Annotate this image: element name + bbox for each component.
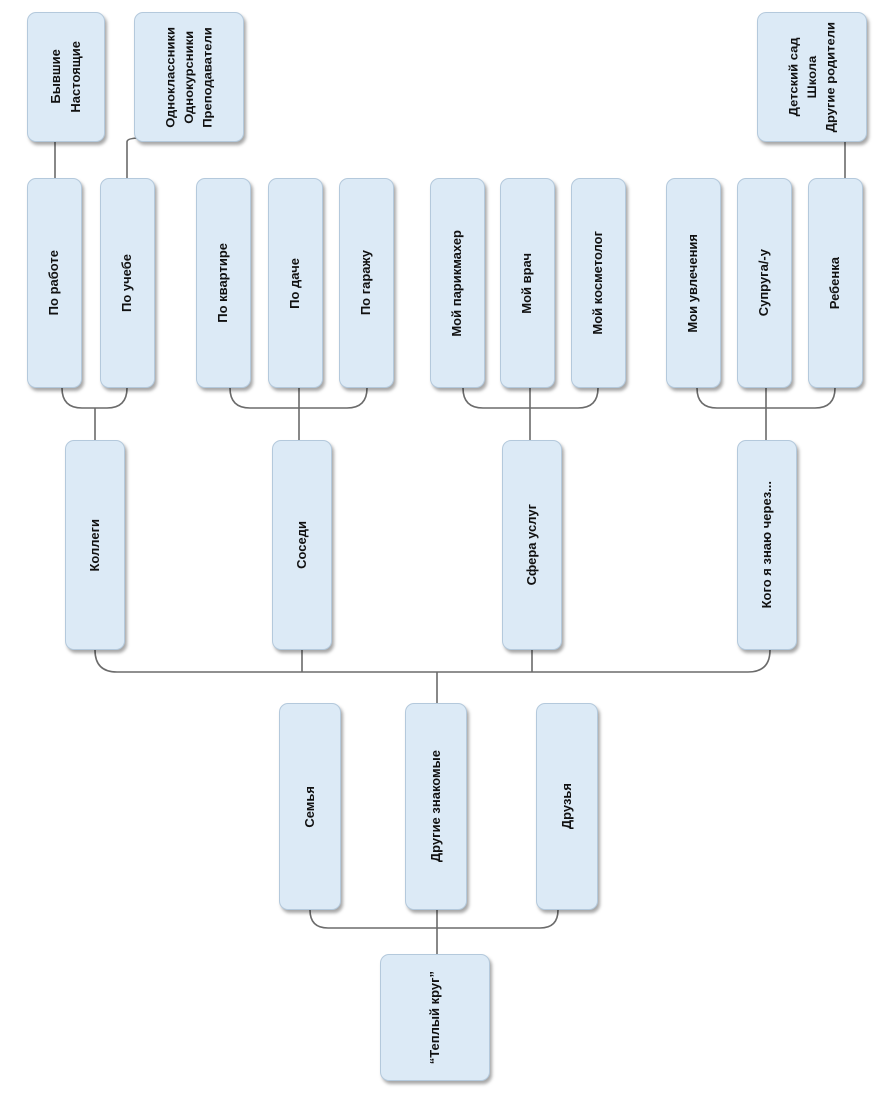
my-cosmetologist-label: Мой косметолог bbox=[590, 231, 606, 335]
connector-level1-level2 bbox=[94, 649, 771, 703]
my-hobbies-label: Мои увлечения bbox=[685, 233, 701, 333]
services-label: Сфера услуг bbox=[523, 504, 539, 586]
by-work-box: По работе bbox=[27, 178, 82, 388]
kindergarten-school-box: Детский сад Школа Другие родители bbox=[757, 12, 867, 142]
connector-colleagues-branch bbox=[61, 387, 128, 440]
connector-root-level1 bbox=[309, 909, 559, 955]
former-current-label: Бывшие Настоящие bbox=[46, 41, 86, 113]
other-acquaintances-box: Другие знакомые bbox=[405, 703, 467, 910]
root-box: “Теплый круг” bbox=[380, 954, 490, 1081]
spouse-box: Супруга/-у bbox=[737, 178, 792, 388]
my-doctor-label: Мой врач bbox=[519, 252, 535, 314]
other-parents-line: Другие родители bbox=[823, 21, 837, 133]
my-hobbies-box: Мои увлечения bbox=[666, 178, 721, 388]
current-line: Настоящие bbox=[68, 41, 83, 113]
by-dacha-box: По даче bbox=[268, 178, 323, 388]
connector-neighbors-branch bbox=[229, 387, 368, 440]
by-apartment-label: По квартире bbox=[215, 243, 231, 323]
classmates-label: Одноклассники Однокурсники Преподаватели bbox=[161, 27, 217, 128]
kindergarten-line: Детский сад bbox=[786, 37, 800, 117]
kindergarten-school-label: Детский сад Школа Другие родители bbox=[784, 22, 840, 132]
former-current-box: Бывшие Настоящие bbox=[27, 12, 105, 142]
classmates-line: Одноклассники bbox=[163, 26, 177, 128]
neighbors-box: Соседи bbox=[272, 440, 332, 650]
my-hairdresser-label: Мой парикмахер bbox=[449, 229, 465, 337]
neighbors-label: Соседи bbox=[293, 521, 309, 569]
by-garage-box: По гаражу bbox=[339, 178, 394, 388]
my-doctor-box: Мой врач bbox=[500, 178, 555, 388]
other-acquaintances-label: Другие знакомые bbox=[427, 750, 443, 863]
spouse-label: Супруга/-у bbox=[756, 249, 772, 317]
connector-through-branch bbox=[696, 387, 836, 440]
friends-label: Друзья bbox=[558, 783, 574, 830]
connector-services-branch bbox=[462, 387, 599, 440]
by-work-label: По работе bbox=[46, 250, 62, 316]
known-through-box: Кого я знаю через... bbox=[737, 440, 797, 650]
by-study-label: По учебе bbox=[119, 254, 135, 312]
by-garage-label: По гаражу bbox=[358, 250, 374, 316]
connector-study-classmates bbox=[126, 137, 148, 178]
services-box: Сфера услуг bbox=[502, 440, 562, 650]
friends-box: Друзья bbox=[536, 703, 598, 910]
colleagues-label: Коллеги bbox=[86, 518, 102, 572]
family-box: Семья bbox=[279, 703, 341, 910]
by-study-box: По учебе bbox=[100, 178, 155, 388]
school-line: Школа bbox=[804, 55, 819, 99]
former-line: Бывшие bbox=[47, 49, 63, 105]
root-label: “Теплый круг” bbox=[426, 970, 442, 1065]
by-dacha-label: По даче bbox=[287, 257, 303, 309]
my-hairdresser-box: Мой парикмахер bbox=[430, 178, 485, 388]
by-apartment-box: По квартире bbox=[196, 178, 251, 388]
coursemates-line: Однокурсники bbox=[181, 30, 196, 124]
family-label: Семья bbox=[301, 785, 317, 828]
teachers-line: Преподаватели bbox=[200, 26, 214, 128]
known-through-label: Кого я знаю через... bbox=[758, 481, 774, 609]
classmates-box: Одноклассники Однокурсники Преподаватели bbox=[134, 12, 244, 142]
child-box: Ребенка bbox=[808, 178, 863, 388]
child-label: Ребенка bbox=[827, 256, 843, 310]
colleagues-box: Коллеги bbox=[65, 440, 125, 650]
my-cosmetologist-box: Мой косметолог bbox=[571, 178, 626, 388]
